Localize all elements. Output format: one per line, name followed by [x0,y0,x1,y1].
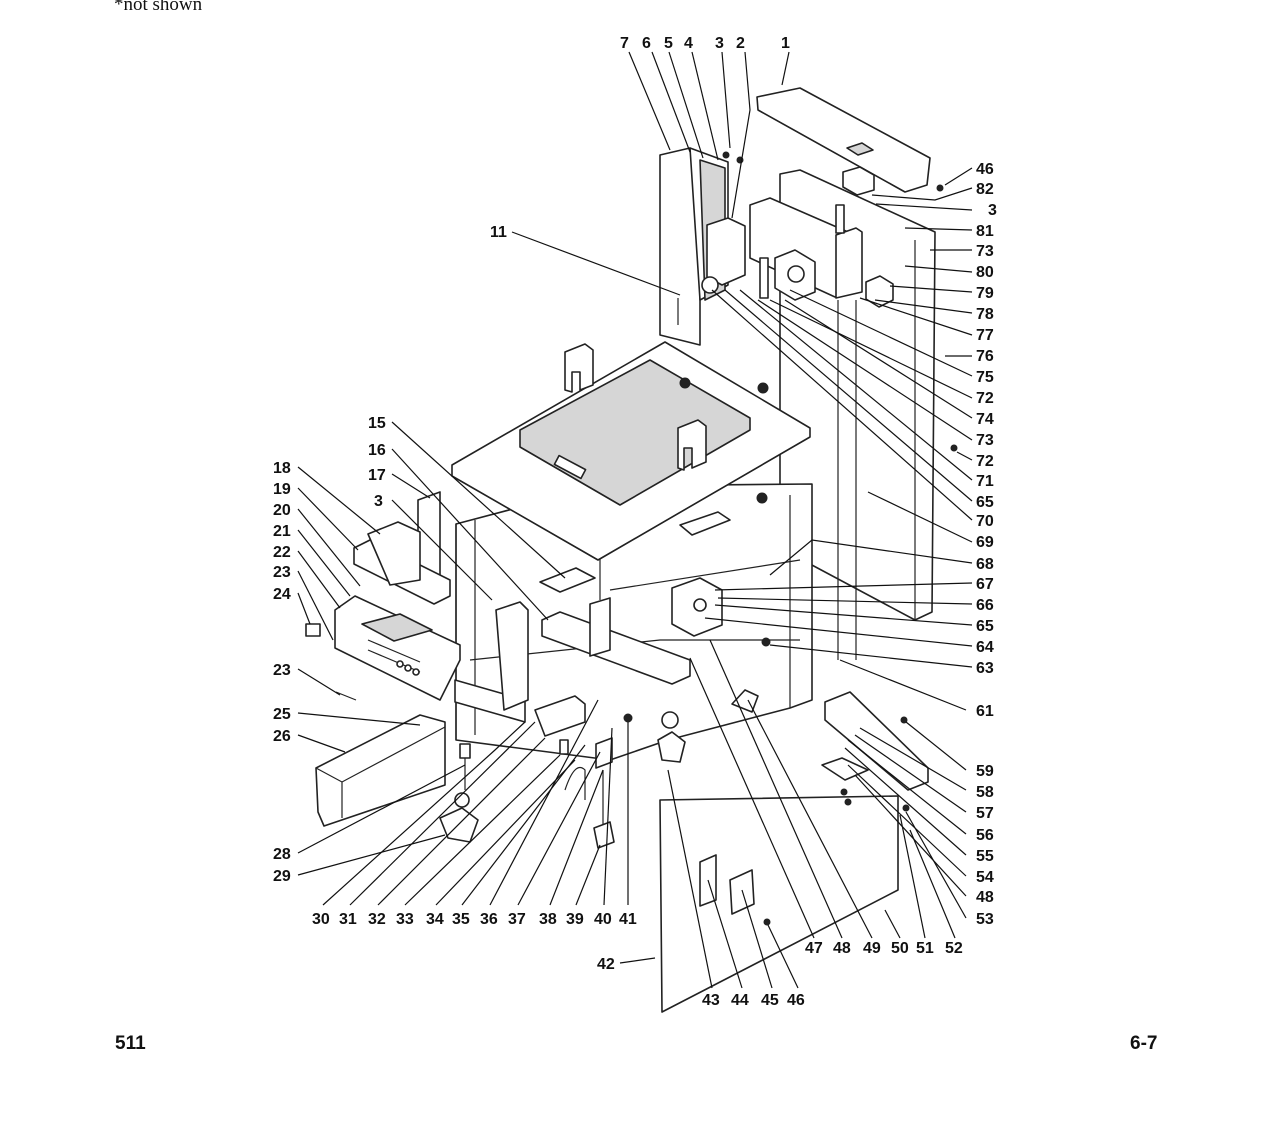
callout-45: 45 [761,992,779,1009]
callout-25: 25 [273,706,291,723]
callout-35: 35 [452,911,470,928]
control-panel-part [334,595,461,701]
callout-74: 74 [976,411,994,428]
callout-28: 28 [273,846,291,863]
callout-2: 2 [736,35,745,52]
callout-71: 71 [976,473,994,490]
callout-20: 20 [273,502,291,519]
bracket-2-part [706,217,746,286]
leader-lines [297,51,973,989]
callout-41: 41 [619,911,637,928]
callout-81: 81 [976,223,994,240]
callout-53: 53 [976,911,994,928]
callout-73: 73 [976,432,994,449]
drawer-part [315,714,446,827]
callout-79: 79 [976,285,994,302]
callout-21: 21 [273,523,291,540]
callout-75: 75 [976,369,994,386]
bracket-82-part [842,166,875,196]
callout-22: 22 [273,544,291,561]
callout-82: 82 [976,181,994,198]
callout-58: 58 [976,784,994,801]
page-number: 6-7 [1130,1033,1158,1054]
callout-38: 38 [539,911,557,928]
callout-76: 76 [976,348,994,365]
callout-54: 54 [976,869,994,886]
callout-43: 43 [702,992,720,1009]
callout-31: 31 [339,911,357,928]
callout-69: 69 [976,534,994,551]
callout-48: 48 [833,940,851,957]
bracket-right-part [824,691,929,791]
callout-49: 49 [863,940,881,957]
callout-3: 3 [988,202,997,219]
callout-46: 46 [976,161,994,178]
callout-61: 61 [976,703,994,720]
callout-15: 15 [368,415,386,432]
callout-4: 4 [684,35,693,52]
callout-68: 68 [976,556,994,573]
callout-30: 30 [312,911,330,928]
callout-29: 29 [273,868,291,885]
callout-56: 56 [976,827,994,844]
not-shown-note: *not shown [114,0,203,15]
callout-77: 77 [976,327,994,344]
side-panel-part [659,795,899,1013]
callout-3: 3 [715,35,724,52]
callout-labels: 7 6 5 4 3 2 1 11 46 82 3 81 73 80 79 78 … [273,35,997,1009]
callout-47: 47 [805,940,823,957]
callout-24: 24 [273,586,291,603]
callout-33: 33 [396,911,414,928]
callout-19: 19 [273,481,291,498]
callout-16: 16 [368,442,386,459]
callout-67: 67 [976,576,994,593]
callout-26: 26 [273,728,291,745]
callout-36: 36 [480,911,498,928]
callout-57: 57 [976,805,994,822]
callout-66: 66 [976,597,994,614]
callout-72: 72 [976,390,994,407]
callout-50: 50 [891,940,909,957]
callout-39: 39 [566,911,584,928]
machine-drawing [305,87,958,1013]
callout-72: 72 [976,453,994,470]
callout-1: 1 [781,35,790,52]
callout-23: 23 [273,564,291,581]
callout-23: 23 [273,662,291,679]
callout-7: 7 [620,35,629,52]
callout-51: 51 [916,940,934,957]
callout-17: 17 [368,467,386,484]
model-number: 511 [115,1033,146,1054]
callout-70: 70 [976,513,994,530]
foot-39-part [593,821,615,849]
callout-52: 52 [945,940,963,957]
callout-40: 40 [594,911,612,928]
callout-3: 3 [374,493,383,510]
callout-46: 46 [787,992,805,1009]
caster-right-part [657,731,686,763]
callout-55: 55 [976,848,994,865]
callout-44: 44 [731,992,749,1009]
callout-32: 32 [368,911,386,928]
callout-18: 18 [273,460,291,477]
upper-rail-part [541,611,691,685]
callout-6: 6 [642,35,651,52]
callout-65: 65 [976,494,994,511]
callout-73: 73 [976,243,994,260]
callout-80: 80 [976,264,994,281]
callout-64: 64 [976,639,994,656]
callout-37: 37 [508,911,526,928]
callout-5: 5 [664,35,673,52]
callout-42: 42 [597,956,615,973]
callout-48: 48 [976,889,994,906]
callout-63: 63 [976,660,994,677]
callout-78: 78 [976,306,994,323]
callout-65: 65 [976,618,994,635]
callout-59: 59 [976,763,994,780]
callout-34: 34 [426,911,444,928]
callout-11: 11 [490,224,507,241]
